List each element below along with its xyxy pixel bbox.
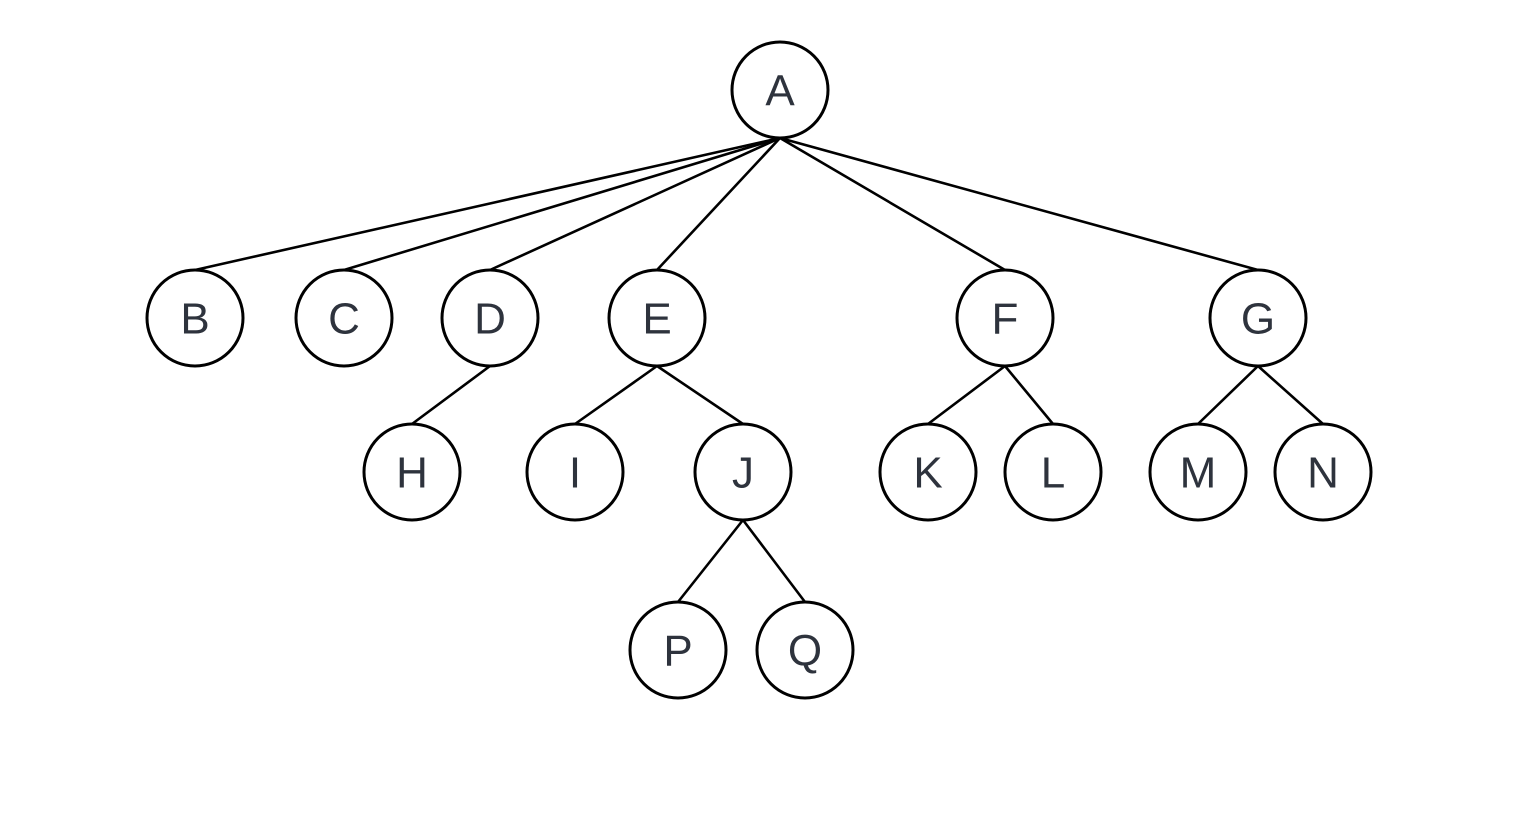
edge-F-L (1003, 364, 1055, 426)
tree-node-J: J (693, 422, 793, 522)
tree-node-circle-P (628, 600, 728, 700)
tree-node-M: M (1148, 422, 1248, 522)
edge-A-G (778, 136, 1260, 272)
edge-F-K (926, 364, 1007, 426)
edge-A-B (193, 136, 782, 272)
tree-node-circle-E (607, 268, 707, 368)
edge-G-N (1256, 364, 1325, 426)
tree-node-label-I: I (569, 448, 581, 497)
tree-node-label-J: J (732, 448, 754, 497)
edge-J-P (676, 518, 745, 604)
edges-layer (193, 136, 1325, 604)
tree-node-L: L (1003, 422, 1103, 522)
tree-node-label-Q: Q (788, 626, 822, 675)
tree-node-circle-L (1003, 422, 1103, 522)
tree-node-circle-F (955, 268, 1055, 368)
nodes-layer: A B C D E F G H I J K L M N P Q (145, 40, 1373, 700)
tree-node-label-N: N (1307, 448, 1339, 497)
tree-node-K: K (878, 422, 978, 522)
tree-node-label-E: E (642, 294, 671, 343)
tree-node-circle-C (294, 268, 394, 368)
tree-node-label-M: M (1180, 448, 1217, 497)
tree-node-circle-N (1273, 422, 1373, 522)
tree-node-I: I (525, 422, 625, 522)
edge-A-D (488, 136, 782, 272)
tree-node-label-K: K (913, 448, 942, 497)
edge-J-Q (741, 518, 807, 604)
tree-node-B: B (145, 268, 245, 368)
tree-node-E: E (607, 268, 707, 368)
tree-node-Q: Q (755, 600, 855, 700)
tree-node-N: N (1273, 422, 1373, 522)
tree-node-D: D (440, 268, 540, 368)
tree-node-circle-J (693, 422, 793, 522)
edge-D-H (410, 364, 492, 426)
tree-node-label-A: A (765, 66, 795, 115)
tree-node-circle-I (525, 422, 625, 522)
tree-node-label-C: C (328, 294, 360, 343)
edge-A-C (342, 136, 782, 272)
tree-node-circle-H (362, 422, 462, 522)
tree-node-label-L: L (1041, 448, 1065, 497)
tree-node-C: C (294, 268, 394, 368)
edge-A-E (655, 136, 782, 272)
tree-node-circle-K (878, 422, 978, 522)
edge-A-F (778, 136, 1007, 272)
tree-node-circle-D (440, 268, 540, 368)
edge-G-M (1196, 364, 1260, 426)
tree-node-label-H: H (396, 448, 428, 497)
tree-node-circle-M (1148, 422, 1248, 522)
tree-node-circle-Q (755, 600, 855, 700)
tree-node-label-D: D (474, 294, 506, 343)
edge-E-I (573, 364, 659, 426)
tree-node-label-F: F (992, 294, 1019, 343)
tree-node-F: F (955, 268, 1055, 368)
tree-node-G: G (1208, 268, 1308, 368)
edge-E-J (655, 364, 745, 426)
tree-node-label-B: B (180, 294, 209, 343)
tree-node-H: H (362, 422, 462, 522)
tree-node-A: A (730, 40, 830, 140)
tree-node-circle-A (730, 40, 830, 140)
tree-node-circle-G (1208, 268, 1308, 368)
tree-node-label-P: P (663, 626, 692, 675)
tree-node-circle-B (145, 268, 245, 368)
tree-node-label-G: G (1241, 294, 1275, 343)
tree-node-P: P (628, 600, 728, 700)
